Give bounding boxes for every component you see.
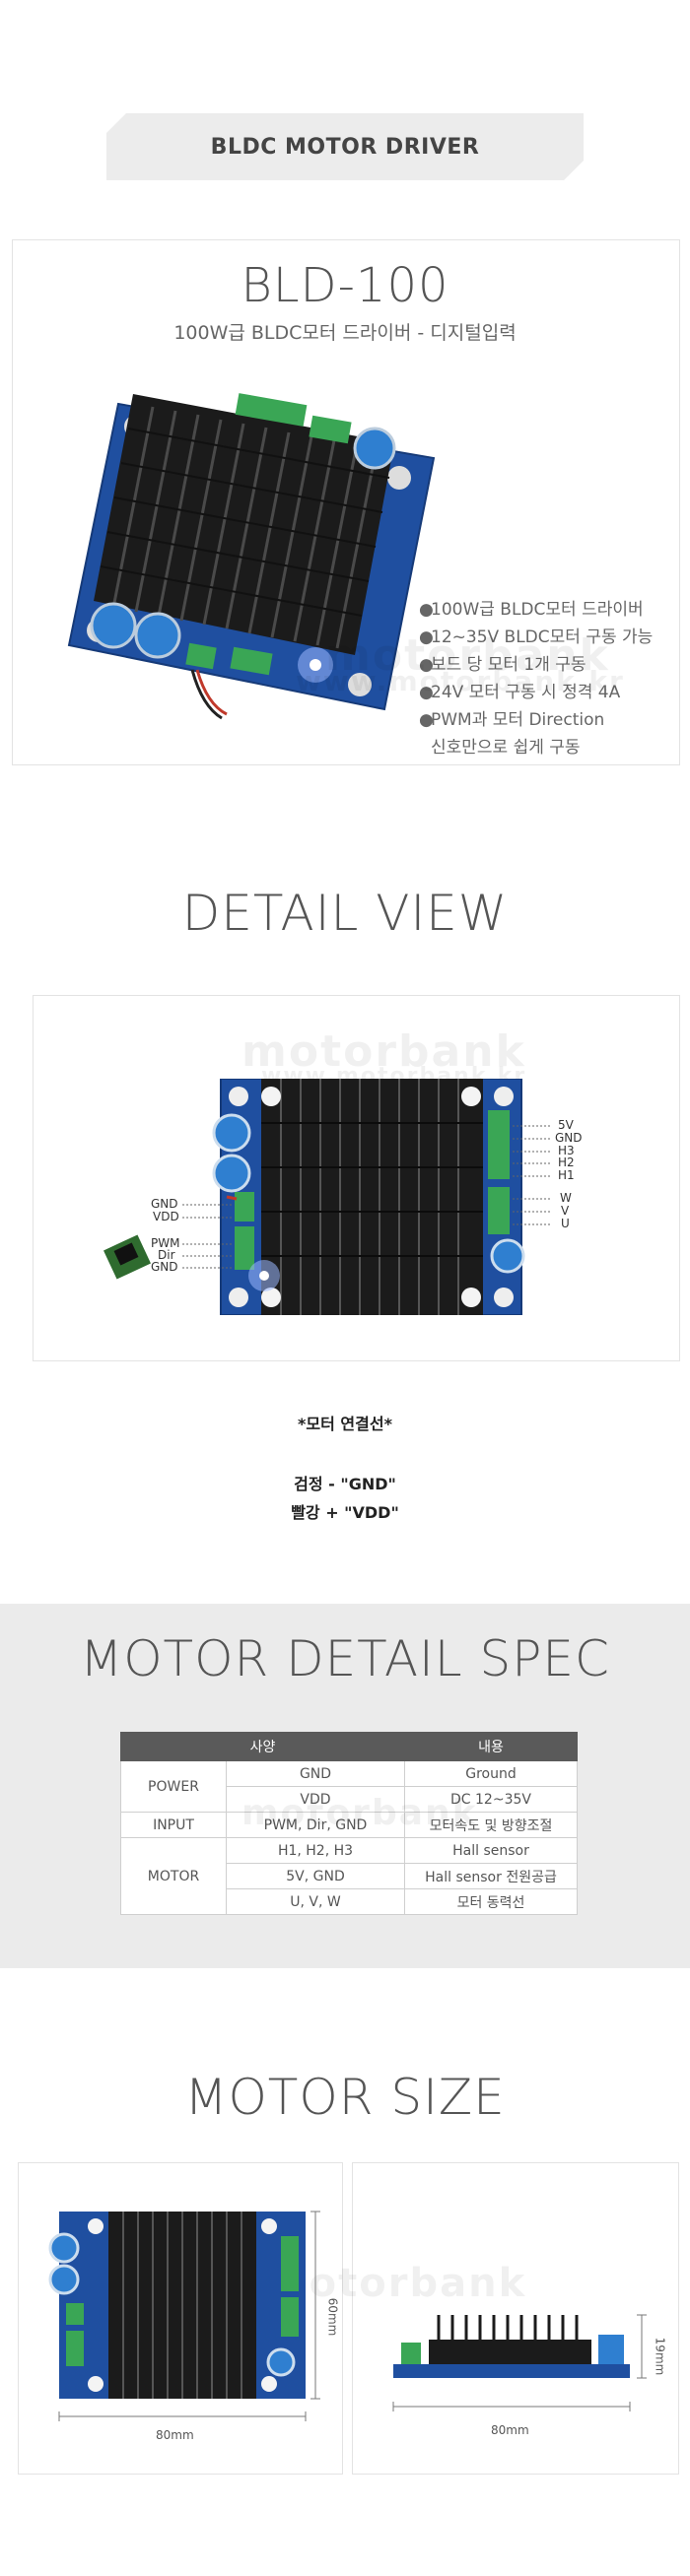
table-cell: Ground xyxy=(404,1760,578,1787)
bullet-icon: ● xyxy=(419,655,434,675)
group-cell: MOTOR xyxy=(120,1837,227,1915)
spec-title: MOTOR DETAIL SPEC xyxy=(80,1630,610,1687)
table-cell: PWM, Dir, GND xyxy=(226,1812,405,1838)
pin-label: GND xyxy=(555,1131,583,1145)
feature-item: 신호만으로 쉽게 구동 xyxy=(431,738,581,758)
feature-item: ●24V 모터 구동 시 정격 4A xyxy=(419,679,653,706)
detail-board-illustration xyxy=(104,1079,552,1315)
pin-label: PWM xyxy=(151,1236,180,1250)
detail-view-title: DETAIL VIEW xyxy=(181,885,509,942)
feature-item: ●12~35V BLDC모터 구동 가능 xyxy=(419,624,653,651)
bullet-icon: ● xyxy=(419,683,434,702)
size-top-width: 80mm xyxy=(156,2428,194,2442)
pin-label: GND xyxy=(151,1197,178,1211)
group-cell: POWER xyxy=(120,1760,227,1813)
product-subtitle: 100W급 BLDC모터 드라이버 - 디지털입력 xyxy=(173,322,517,344)
feature-item: ●100W급 BLDC모터 드라이버 xyxy=(419,596,653,624)
product-model: BLD-100 xyxy=(241,258,449,313)
table-cell: Hall sensor xyxy=(404,1837,578,1864)
feature-list: ●100W급 BLDC모터 드라이버 ●12~35V BLDC모터 구동 가능 … xyxy=(419,596,653,761)
header-tag: BLDC MOTOR DRIVER xyxy=(106,113,584,180)
size-top-height: 60mm xyxy=(325,2297,340,2337)
size-side-height: 19mm xyxy=(653,2337,667,2376)
table-cell: H1, H2, H3 xyxy=(226,1837,405,1864)
wire-note-black: 검정 - "GND" xyxy=(294,1475,396,1493)
feature-item: ●보드 당 모터 1개 구동 xyxy=(419,651,653,679)
pin-label: W xyxy=(560,1191,572,1205)
table-row: POWER GND Ground xyxy=(120,1760,578,1813)
table-header-row: 사양 내용 xyxy=(120,1732,578,1761)
feature-item: ●PWM과 모터 Direction xyxy=(419,706,653,734)
bullet-icon: ● xyxy=(419,627,434,647)
pin-label: VDD xyxy=(153,1210,179,1223)
product-board-illustration xyxy=(67,393,436,720)
spec-table: 사양 내용 POWER GND Ground VDD DC 12~35V INP… xyxy=(120,1732,578,1915)
table-cell: 5V, GND xyxy=(226,1863,405,1889)
wire-note-title: *모터 연결선* xyxy=(298,1415,392,1433)
size-side-illustration xyxy=(392,2314,647,2411)
table-cell: Hall sensor 전원공급 xyxy=(404,1863,578,1889)
size-side-width: 80mm xyxy=(491,2423,529,2437)
pin-label: U xyxy=(561,1217,570,1230)
table-cell: GND xyxy=(226,1760,405,1787)
bullet-icon: ● xyxy=(419,710,434,730)
pin-label: V xyxy=(561,1204,570,1218)
header-tag-text: BLDC MOTOR DRIVER xyxy=(210,134,480,160)
pin-label: H2 xyxy=(558,1156,575,1169)
table-row: MOTOR H1, H2, H3 Hall sensor xyxy=(120,1837,578,1915)
pin-label: H1 xyxy=(558,1168,575,1182)
pin-label: GND xyxy=(151,1260,178,1274)
pin-label: Dir xyxy=(158,1248,175,1262)
table-cell: 모터 동력선 xyxy=(404,1888,578,1915)
size-title: MOTOR SIZE xyxy=(184,2069,506,2126)
bullet-icon: ● xyxy=(419,600,434,620)
table-cell: DC 12~35V xyxy=(404,1786,578,1813)
table-row: VDD DC 12~35V xyxy=(121,1786,578,1813)
table-header: 사양 xyxy=(120,1732,405,1761)
wire-note-red: 빨강 + "VDD" xyxy=(291,1503,399,1522)
table-cell: 모터속도 및 방향조절 xyxy=(404,1812,578,1838)
table-row: U, V, W 모터 동력선 xyxy=(121,1888,578,1915)
size-side-card xyxy=(352,2162,679,2475)
pin-label: H3 xyxy=(558,1144,575,1157)
table-cell: VDD xyxy=(226,1786,405,1813)
group-cell: INPUT xyxy=(120,1812,227,1838)
size-top-illustration xyxy=(48,2211,320,2421)
table-row: INPUT PWM, Dir, GND 모터속도 및 방향조절 xyxy=(120,1812,578,1838)
table-cell: U, V, W xyxy=(226,1888,405,1915)
pin-label: 5V xyxy=(558,1118,574,1132)
table-header: 내용 xyxy=(404,1732,578,1761)
